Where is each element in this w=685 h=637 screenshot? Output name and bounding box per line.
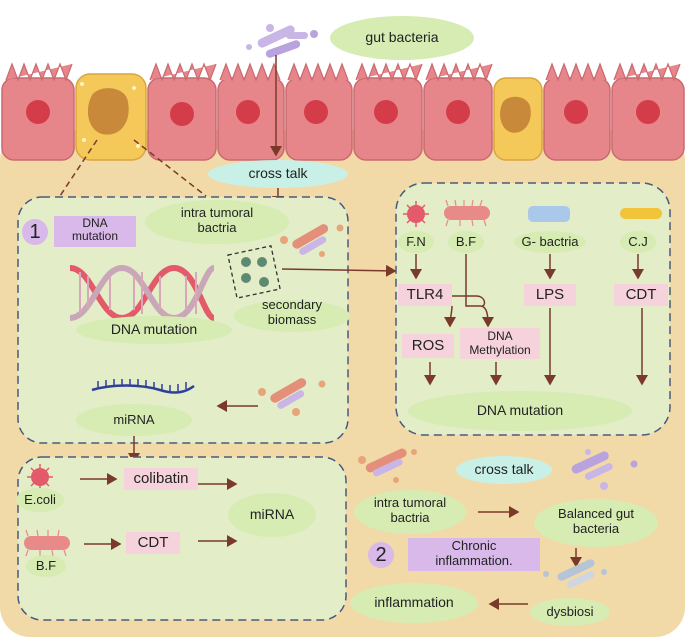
secondary-biomass-icon (227, 245, 281, 299)
bacteria-icon (280, 224, 344, 257)
goblet-cell (75, 73, 147, 161)
cj-pill (620, 231, 656, 253)
epithelial-cell (285, 62, 353, 161)
gut-bacteria-icon (246, 24, 318, 58)
intra-tumoral-label-1: intra tumoral bactria (180, 205, 254, 235)
bf-bacteria-icon (444, 199, 490, 227)
arrow-biomass-to-right-panel (281, 264, 397, 277)
gneg-pill (514, 231, 586, 253)
arrow-tlr4-branch (440, 295, 486, 307)
cross-talk-pill-2 (456, 456, 552, 484)
tlr4-box: TLR4 (398, 284, 452, 306)
zoom-line-right (133, 139, 207, 197)
gut-bacteria-label: gut bacteria (365, 29, 439, 45)
bf-pill-2 (26, 555, 66, 577)
fn-bacteria-icon (403, 201, 429, 227)
zoom-line-left (59, 139, 98, 197)
epithelial-cell (543, 62, 611, 161)
dna-methylation-box: DNA Methylation (460, 328, 540, 359)
gut-bacteria-pill (330, 16, 474, 60)
epithelial-cell (423, 62, 493, 161)
dna-helix-icon (69, 264, 216, 322)
fn-pill (398, 231, 434, 253)
bf-label-right: B.F (455, 234, 477, 249)
mirna-label-1: miRNA (113, 412, 155, 427)
epithelial-cell (147, 62, 217, 161)
bacteria-icon (258, 378, 326, 416)
bacteria-icon (571, 449, 638, 490)
balanced-gut-bacteria-label: Balanced gut bacteria (558, 506, 634, 536)
fn-label: F.N (406, 234, 426, 249)
colibatin-box: colibatin (124, 468, 198, 490)
dna-mutation-box: DNA mutation (54, 216, 136, 247)
dna-mutation-pill-1 (76, 316, 232, 344)
lps-box: LPS (524, 284, 576, 306)
cj-label: C.J (628, 234, 648, 249)
intra-tumoral-pill-1 (145, 200, 289, 244)
epithelial-cell-row (1, 62, 685, 161)
secondary-biomass-pill (234, 300, 350, 332)
panel-2-number: 2 (368, 542, 394, 568)
mirna-pill-1 (76, 404, 192, 436)
epithelial-cell (611, 62, 685, 161)
goblet-cell (493, 77, 543, 161)
panel-1-number: 1 (22, 219, 48, 245)
secondary-biomass-label: secondary biomass (262, 297, 322, 327)
mirna-pill-2 (228, 493, 316, 537)
dysbiosi-pill (530, 598, 610, 626)
gneg-bacteria-icon (528, 206, 570, 222)
gneg-label: G- bactria (521, 234, 579, 249)
bf-label-bottom: B.F (35, 558, 57, 573)
arrow-bf-methylation (465, 254, 494, 328)
intra-tumoral-pill-2 (354, 490, 466, 534)
chronic-inflammation-box: Chronic inflammation. (408, 538, 540, 571)
inflammation-label: inflammation (374, 594, 454, 610)
inflammation-pill (350, 583, 478, 623)
arrow-tlr4-ros (444, 305, 457, 328)
epithelial-cell (217, 62, 285, 161)
bf-pill (448, 231, 484, 253)
mirna-label-2: miRNA (249, 506, 295, 522)
dysbiosi-label: dysbiosi (546, 604, 594, 619)
cross-talk-label-2: cross talk (474, 461, 534, 477)
ros-box: ROS (402, 334, 454, 358)
dna-mutation-label-1: DNA mutation (110, 321, 198, 337)
dysbiosi-bacteria-icon (543, 559, 607, 588)
ecoli-bacteria-icon (27, 464, 53, 490)
intra-tumoral-label-2: intra tumoral bactria (373, 495, 447, 525)
ecoli-pill (16, 488, 64, 512)
cross-talk-pill (208, 160, 348, 188)
dna-mutation-pill-right (408, 391, 632, 431)
cj-bacteria-icon (620, 208, 662, 219)
cdt-box-bottom: CDT (126, 532, 180, 554)
bacteria-icon (358, 448, 417, 483)
bf-bacteria-icon (24, 529, 70, 557)
cdt-box-right: CDT (614, 284, 668, 306)
epithelial-cell (353, 62, 423, 161)
dna-mutation-label-right: DNA mutation (476, 402, 564, 418)
epithelial-cell (1, 62, 75, 161)
mirna-strand-icon (91, 379, 195, 394)
cross-talk-label: cross talk (248, 165, 308, 181)
balanced-pill (534, 499, 658, 547)
ecoli-label: E.coli (24, 492, 56, 507)
